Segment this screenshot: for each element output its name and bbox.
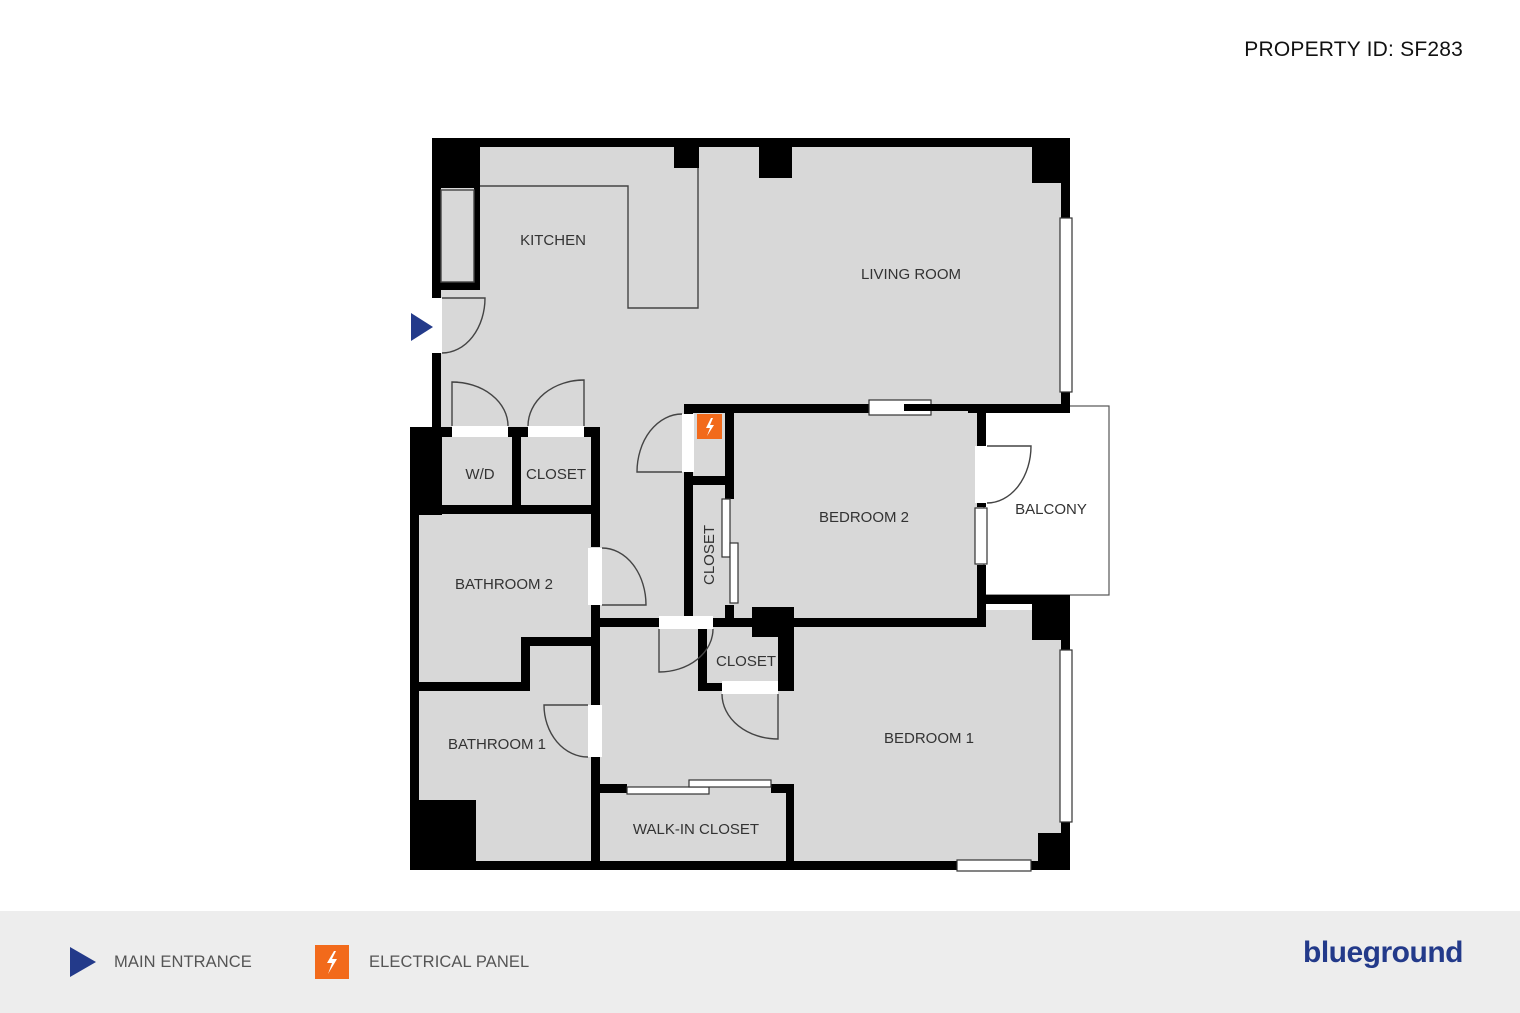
door-swings bbox=[441, 297, 1032, 758]
room-label-living-room: LIVING ROOM bbox=[861, 266, 961, 283]
room-label-bedroom-2: BEDROOM 2 bbox=[819, 509, 909, 526]
floor-areas bbox=[410, 140, 1068, 870]
room-label-bathroom-1: BATHROOM 1 bbox=[448, 736, 546, 753]
legend-electrical-panel: ELECTRICAL PANEL bbox=[315, 911, 529, 1013]
kitchen-counter bbox=[440, 168, 699, 309]
main-entrance-marker-icon bbox=[411, 313, 433, 341]
triangle-right-icon bbox=[70, 947, 96, 977]
room-label-balcony: BALCONY bbox=[1015, 501, 1087, 518]
room-label-wd: W/D bbox=[465, 466, 494, 483]
legend-label-main-entrance: MAIN ENTRANCE bbox=[114, 952, 252, 971]
windows bbox=[626, 217, 1073, 872]
balcony-area bbox=[983, 405, 1110, 596]
blueground-logo: blueground bbox=[1303, 936, 1463, 969]
legend-bar: MAIN ENTRANCE ELECTRICAL PANEL bbox=[0, 911, 1520, 1013]
room-label-bedroom-1: BEDROOM 1 bbox=[884, 730, 974, 747]
room-label-bathroom-2: BATHROOM 2 bbox=[455, 576, 553, 593]
legend-label-electrical-panel: ELECTRICAL PANEL bbox=[369, 952, 530, 971]
floor-plan: KITCHEN LIVING ROOM W/D CLOSET BEDROOM 2… bbox=[410, 138, 1110, 872]
door-openings bbox=[432, 298, 987, 757]
room-label-closet-bedroom-1: CLOSET bbox=[716, 653, 776, 670]
electrical-panel-icon bbox=[697, 414, 722, 439]
legend-main-entrance: MAIN ENTRANCE bbox=[70, 911, 252, 1013]
room-label-closet-vertical: CLOSET bbox=[701, 525, 718, 585]
room-label-walk-in-closet: WALK-IN CLOSET bbox=[633, 821, 759, 838]
property-id: PROPERTY ID: SF283 bbox=[1244, 38, 1463, 61]
room-label-kitchen: KITCHEN bbox=[520, 232, 586, 249]
lightning-bolt-icon bbox=[315, 945, 349, 979]
room-label-closet-hall: CLOSET bbox=[526, 466, 586, 483]
